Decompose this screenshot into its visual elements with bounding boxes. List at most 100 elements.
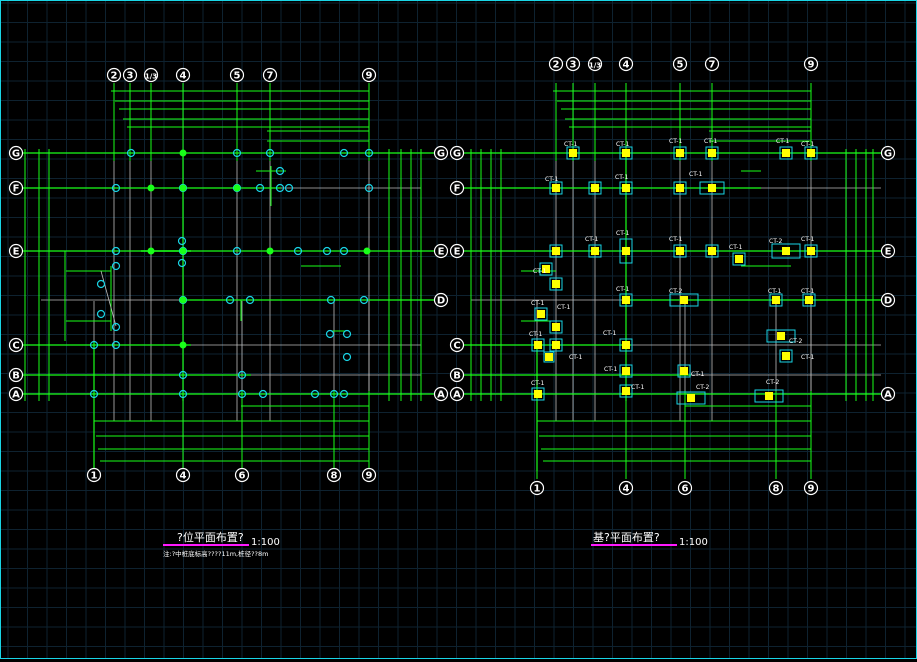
axis-bubble-5-circle	[229, 67, 245, 83]
row-bubble-A-label: A	[453, 390, 461, 401]
axis-bubble-1/3-circle	[143, 67, 159, 83]
pile-circle	[364, 148, 374, 158]
pile-cap-outline	[588, 181, 602, 195]
pile-cap-outline	[543, 351, 555, 363]
row-bubble-D-circle	[880, 292, 896, 308]
pile-cap-label: CT-2	[789, 338, 802, 345]
pile-circle	[89, 340, 99, 350]
pile-circle	[359, 295, 369, 305]
pile-cap-fill	[569, 149, 577, 157]
pile-cap-outline	[804, 146, 818, 160]
pile-cap-fill	[782, 247, 790, 255]
pile-cap-label: CT-2	[766, 379, 779, 386]
axis-bubble-1-label: 1	[534, 484, 541, 495]
pile-cap-outline	[673, 146, 687, 160]
pile-cap-fill	[622, 184, 630, 192]
pile-cap-label: CT-1	[616, 286, 629, 293]
pile-cap-outline	[779, 146, 793, 160]
pile-cap-fill	[622, 387, 630, 395]
pile-circle	[293, 246, 303, 256]
axis-bubble-2-label: 2	[553, 60, 560, 71]
axis-bubble-4-circle	[175, 467, 191, 483]
pile-cap-fill	[552, 280, 560, 288]
pile-cap-outline	[619, 338, 633, 352]
pile-circle	[329, 389, 339, 399]
row-bubble-D-label: D	[437, 296, 445, 307]
axis-bubble-1/3-label: 1/3	[589, 62, 601, 70]
pile-cap-fill	[782, 352, 790, 360]
row-bubble-G-label: G	[453, 149, 461, 160]
pile-cap-outline	[754, 389, 784, 403]
pile-cap-label: CT-1	[531, 380, 544, 387]
row-bubble-A-label: A	[884, 390, 892, 401]
pile-cap-fill	[622, 341, 630, 349]
pile-circle	[339, 148, 349, 158]
pile-circle	[258, 389, 268, 399]
pile-cap-label: CT-1	[533, 268, 546, 275]
pile-circle	[237, 370, 247, 380]
pile-cap-fill	[708, 247, 716, 255]
pile-cap-fill	[591, 247, 599, 255]
pile-cap-label: CT-1	[704, 138, 717, 145]
pile-circle	[111, 261, 121, 271]
left-plan-piles	[89, 148, 374, 399]
pile-cap-outline	[779, 349, 793, 363]
row-bubble-B-label: B	[453, 371, 461, 382]
row-bubble-E-label: E	[13, 247, 20, 258]
pile-cap-fill	[676, 149, 684, 157]
pile-cap-outline	[676, 391, 706, 405]
axis-bubble-4-label: 4	[180, 471, 187, 482]
row-bubble-A-label: A	[12, 390, 20, 401]
pile-cap-outline	[549, 320, 563, 334]
axis-bubble-1/3-label: 1/3	[145, 73, 157, 81]
pile-cap-fill	[537, 310, 545, 318]
pile-solid	[147, 184, 155, 192]
pile-circle	[96, 309, 106, 319]
pile-solid	[179, 149, 187, 157]
pile-cap-fill	[735, 255, 743, 263]
pile-cap-fill	[542, 265, 550, 273]
pile-cap-outline	[673, 244, 687, 258]
axis-bubble-4-label: 4	[623, 60, 630, 71]
pile-cap-fill	[765, 392, 773, 400]
pile-circle	[255, 183, 265, 193]
pile-solid	[233, 184, 241, 192]
pile-circle	[126, 148, 136, 158]
pile-cap-label: CT-1	[669, 236, 682, 243]
axis-bubble-7-circle	[262, 67, 278, 83]
pile-circle	[364, 183, 374, 193]
left-plan-note: 注:?中桩底标高????11m,桩径??8m	[163, 549, 268, 558]
pile-cap-label: CT-1	[616, 141, 629, 148]
pile-cap-outline	[673, 181, 687, 195]
pile-cap-label: CT-1	[569, 354, 582, 361]
pile-cap-outline	[531, 338, 545, 352]
axis-bubble-9-circle	[361, 467, 377, 483]
row-bubble-E-circle	[880, 243, 896, 259]
pile-circle	[339, 389, 349, 399]
pile-circle	[342, 352, 352, 362]
pile-cap-label: CT-1	[557, 304, 570, 311]
axis-bubble-1-label: 1	[91, 471, 98, 482]
pile-cap-fill	[622, 296, 630, 304]
pile-cap-label: CT-1	[801, 288, 814, 295]
right-plan-title: 基?平面布置?	[593, 531, 660, 544]
axis-bubble-9-circle	[803, 56, 819, 72]
left-plan-scale: 1:100	[251, 537, 280, 548]
pile-cap-fill	[807, 247, 815, 255]
pile-cap-fill	[545, 353, 553, 361]
row-bubble-D-label: D	[884, 296, 892, 307]
row-bubble-G-label: G	[437, 149, 445, 160]
pile-circle	[310, 389, 320, 399]
pile-cap-outline	[699, 181, 725, 195]
pile-cap-label: CT-1	[604, 366, 617, 373]
pile-solid	[147, 247, 155, 255]
pile-circle	[245, 295, 255, 305]
pile-circle	[342, 329, 352, 339]
left-plan-title: ?位平面布置?	[177, 530, 244, 544]
pile-solid	[179, 247, 187, 255]
